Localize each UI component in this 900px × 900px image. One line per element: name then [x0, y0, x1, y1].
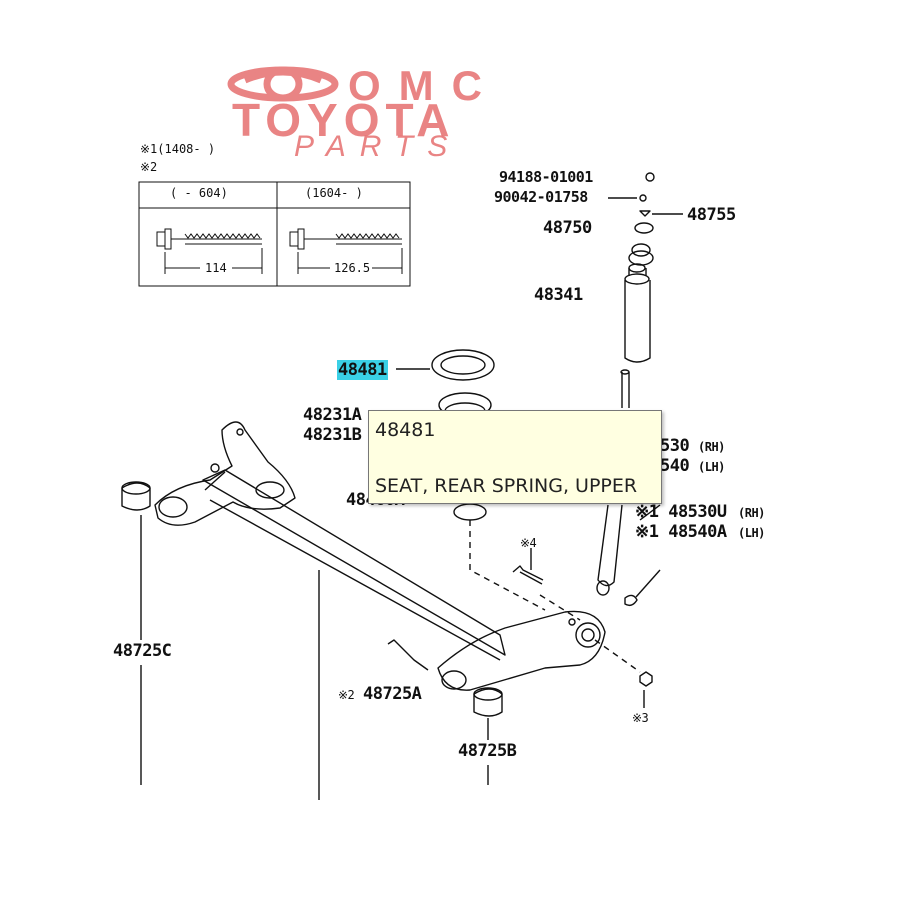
nut-lower-icon — [639, 671, 653, 687]
bushing-right-icon — [473, 688, 503, 717]
label-48231a[interactable]: 48231A — [303, 405, 362, 425]
label-94188-01001[interactable]: 94188-01001 — [499, 168, 593, 186]
label-48755[interactable]: 48755 — [687, 205, 736, 225]
label-48530-rh[interactable]: 530 — [660, 436, 690, 456]
inset-col-right: (1604- ) — [305, 186, 363, 200]
left-trailing-arm-icon — [154, 421, 296, 526]
label-lh-2: (LH) — [738, 526, 765, 540]
inset-note-1: ※1(1408- ) — [140, 142, 216, 156]
label-rh: (RH) — [698, 440, 725, 454]
part-tooltip: 48481 SEAT, REAR SPRING, UPPER — [368, 410, 662, 504]
label-48341[interactable]: 48341 — [534, 285, 583, 305]
bolt-lower-icon — [387, 639, 429, 671]
bushing-top-icon — [639, 210, 651, 217]
tooltip-part-number: 48481 — [375, 419, 436, 441]
bolt-icon — [512, 565, 544, 585]
label-48725c[interactable]: 48725C — [113, 641, 172, 661]
label-48725b[interactable]: 48725B — [458, 741, 517, 761]
label-48540a[interactable]: ※1 48540A — [635, 522, 727, 542]
label-48725a[interactable]: 48725A — [363, 684, 422, 704]
inset-note-2: ※2 — [140, 160, 158, 174]
inset-dim-right: 126.5 — [334, 261, 371, 275]
label-lh: (LH) — [698, 460, 725, 474]
inset-dim-left: 114 — [205, 261, 227, 275]
bushing-left-icon — [121, 482, 151, 511]
shock-absorber-icon — [597, 504, 623, 587]
label-48530u[interactable]: ※1 48530U — [635, 502, 727, 522]
label-48750[interactable]: 48750 — [543, 218, 592, 238]
label-90042-01758[interactable]: 90042-01758 — [494, 188, 588, 206]
inset-col-left: ( - 604) — [170, 186, 228, 200]
spring-seat-lower-icon — [453, 503, 487, 521]
spring-seat-upper-icon — [431, 349, 495, 381]
logo-brand: TOYOTA — [232, 94, 456, 146]
note-4: ※4 — [520, 536, 537, 550]
washer-icon — [634, 222, 654, 234]
logo-mark: OMC — [348, 62, 500, 109]
note-2: ※2 — [338, 688, 355, 702]
tooltip-description: SEAT, REAR SPRING, UPPER — [375, 475, 638, 497]
logo-tagline: PARTS — [294, 130, 462, 163]
label-48540-lh[interactable]: 540 — [660, 456, 690, 476]
label-48231b[interactable]: 48231B — [303, 425, 362, 445]
bump-stopper-icon — [624, 280, 651, 363]
nut-icon — [645, 172, 655, 182]
label-48481[interactable]: 48481 — [337, 360, 388, 380]
right-trailing-arm-icon — [437, 610, 606, 691]
label-rh-2: (RH) — [738, 506, 765, 520]
cushion-icon — [628, 250, 654, 266]
axle-beam-icon — [202, 469, 506, 656]
note-3: ※3 — [632, 711, 649, 725]
